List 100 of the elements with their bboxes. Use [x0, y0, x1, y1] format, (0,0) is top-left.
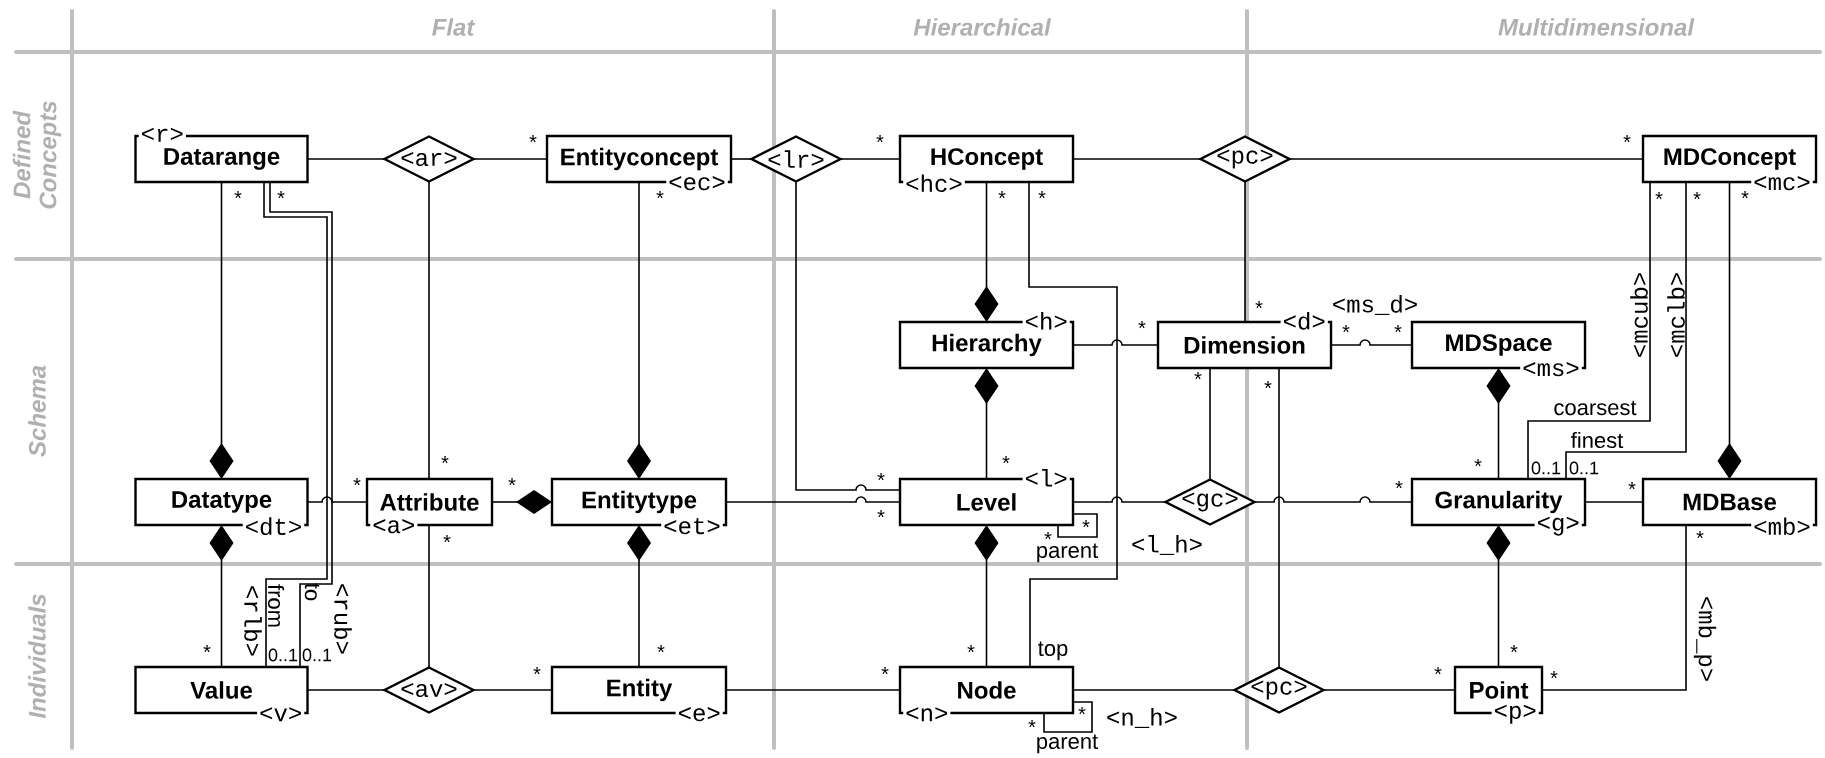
tag-label: <v> — [257, 705, 305, 724]
composition-line — [209, 181, 234, 479]
multiplicity-label: * — [441, 456, 449, 464]
association-line — [1244, 181, 1246, 323]
association-line — [1072, 158, 1201, 160]
multiplicity-label: * — [353, 478, 361, 486]
multiplicity-label: * — [876, 135, 884, 143]
multiplicity-label: * — [1434, 667, 1442, 675]
multiplicity-label: * — [1510, 645, 1518, 653]
association-line — [269, 181, 333, 668]
edge-label: <mcub> — [1630, 273, 1648, 357]
composition-line — [974, 181, 999, 322]
column-header: Flat — [432, 18, 476, 36]
tag-label: <n> — [903, 705, 951, 724]
association-line — [1209, 367, 1211, 480]
edge-label: <l_h> — [1132, 535, 1202, 555]
role-label: top — [1038, 641, 1068, 661]
tag-label: <h> — [1022, 310, 1070, 332]
edge-label: <mclb> — [1667, 273, 1685, 357]
multiplicity-label: * — [1395, 481, 1403, 489]
edge-label: <rub> — [334, 584, 352, 654]
multiplicity-label: * — [1655, 192, 1663, 200]
association-line — [1043, 701, 1093, 733]
multiplicity-label: 0..1 — [302, 648, 332, 662]
association-line — [428, 524, 430, 668]
multiplicity-label: * — [998, 191, 1006, 199]
row-header: Defined Concepts — [12, 101, 62, 209]
column-header: Multidimensional — [1498, 18, 1695, 36]
association-line — [725, 496, 901, 503]
association-line — [730, 158, 752, 160]
association-line — [263, 181, 328, 668]
multiplicity-label: * — [1623, 135, 1631, 143]
edge-label: <rlb> — [244, 586, 262, 656]
multiplicity-label: * — [508, 478, 516, 486]
multiplicity-label: * — [1038, 191, 1046, 199]
multiplicity-label: * — [657, 645, 665, 653]
tag-label: <mc> — [1751, 174, 1813, 193]
composition-line — [974, 525, 999, 668]
tag-label: <e> — [675, 705, 723, 724]
tag-label: <r> — [138, 125, 186, 144]
association-line — [473, 158, 548, 160]
multiplicity-label: * — [234, 191, 242, 199]
association-line — [1072, 339, 1159, 346]
multiplicity-label: 0..1 — [268, 648, 298, 662]
role-label: from — [267, 584, 285, 627]
multiplicity-label: * — [1550, 671, 1558, 679]
association-line — [725, 689, 901, 691]
multiplicity-label: * — [656, 191, 664, 199]
multiplicity-label: 0..1 — [1531, 461, 1561, 475]
association-line — [306, 496, 368, 503]
association-line — [1330, 339, 1413, 346]
tag-label: <mb> — [1751, 515, 1813, 537]
tag-label: <d> — [1280, 309, 1328, 332]
multiplicity-label: * — [877, 510, 885, 518]
association-line — [1057, 513, 1098, 538]
column-header: Hierarchical — [913, 18, 1052, 36]
association-line — [1072, 496, 1166, 503]
multiplicity-label: * — [1693, 192, 1701, 200]
association-line — [1278, 367, 1280, 668]
association-line — [1565, 181, 1687, 480]
multiplicity-label: * — [203, 645, 211, 653]
row-header: Individuals — [28, 594, 46, 719]
multiplicity-label: * — [1342, 325, 1350, 333]
multiplicity-label: 0..1 — [1569, 461, 1599, 475]
multiplicity-label: * — [1194, 372, 1202, 380]
association-line — [1289, 158, 1644, 160]
multiplicity-label: * — [1044, 532, 1052, 540]
multiplicity-label: * — [533, 667, 541, 675]
multiplicity-label: * — [443, 535, 451, 543]
association-line — [1028, 181, 1118, 668]
association-line — [306, 158, 385, 160]
association-line — [1323, 689, 1456, 691]
association-line — [1527, 181, 1651, 480]
multiplicity-label: * — [877, 473, 885, 481]
composition-line — [209, 525, 234, 668]
role-label: parent — [1037, 543, 1099, 563]
row-header: Schema — [28, 365, 46, 457]
multiplicity-label: * — [1028, 720, 1036, 728]
multiplicity-label: * — [1078, 707, 1086, 715]
association-line — [795, 181, 901, 491]
composition-line — [1717, 181, 1742, 479]
multiplicity-label: * — [1255, 301, 1263, 309]
multiplicity-label: * — [1628, 482, 1636, 490]
multiplicity-label: * — [1696, 531, 1704, 539]
tag-label: <hc> — [903, 172, 965, 194]
tag-label: <a> — [370, 517, 418, 536]
composition-line — [1486, 525, 1511, 668]
composition-line — [491, 490, 552, 514]
multiplicity-label: * — [1082, 520, 1090, 528]
tag-label: <dt> — [242, 515, 305, 538]
multiplicity-label: * — [1474, 459, 1482, 467]
composition-line — [1486, 368, 1511, 480]
multiplicity-label: * — [1741, 191, 1749, 199]
tag-label: <ms> — [1520, 360, 1582, 379]
association-line — [1584, 501, 1644, 503]
association-line — [1541, 524, 1687, 691]
multiplicity-label: * — [1394, 325, 1402, 333]
multiplicity-label: * — [967, 645, 975, 653]
edge-label: <ms_d> — [1333, 295, 1417, 315]
multiplicity-label: * — [881, 667, 889, 675]
